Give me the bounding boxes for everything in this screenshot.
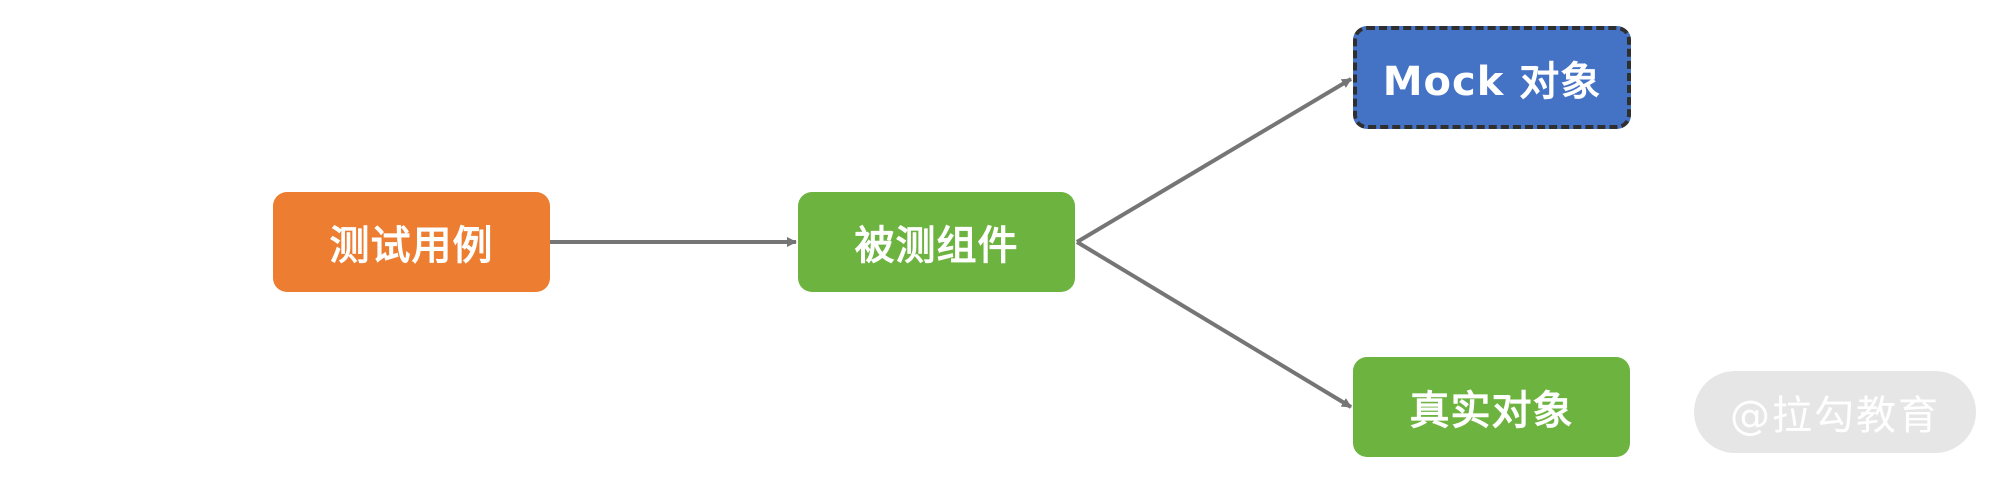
node-real-object-label: 真实对象: [1409, 388, 1574, 434]
node-component-under-test: 被测组件: [798, 192, 1075, 292]
node-real-object: 真实对象: [1353, 357, 1630, 457]
arrow-component-to-real: [1075, 240, 1353, 409]
watermark: @拉勾教育: [1694, 371, 1976, 453]
node-test-case-label: 测试用例: [329, 223, 494, 269]
node-mock-object-label: Mock 对象: [1382, 58, 1602, 105]
node-mock-object: Mock 对象: [1353, 26, 1631, 129]
arrow-component-to-mock: [1075, 77, 1353, 244]
node-component-under-test-label: 被测组件: [854, 223, 1019, 269]
watermark-text: @拉勾教育: [1730, 393, 1940, 439]
node-test-case: 测试用例: [273, 192, 550, 292]
